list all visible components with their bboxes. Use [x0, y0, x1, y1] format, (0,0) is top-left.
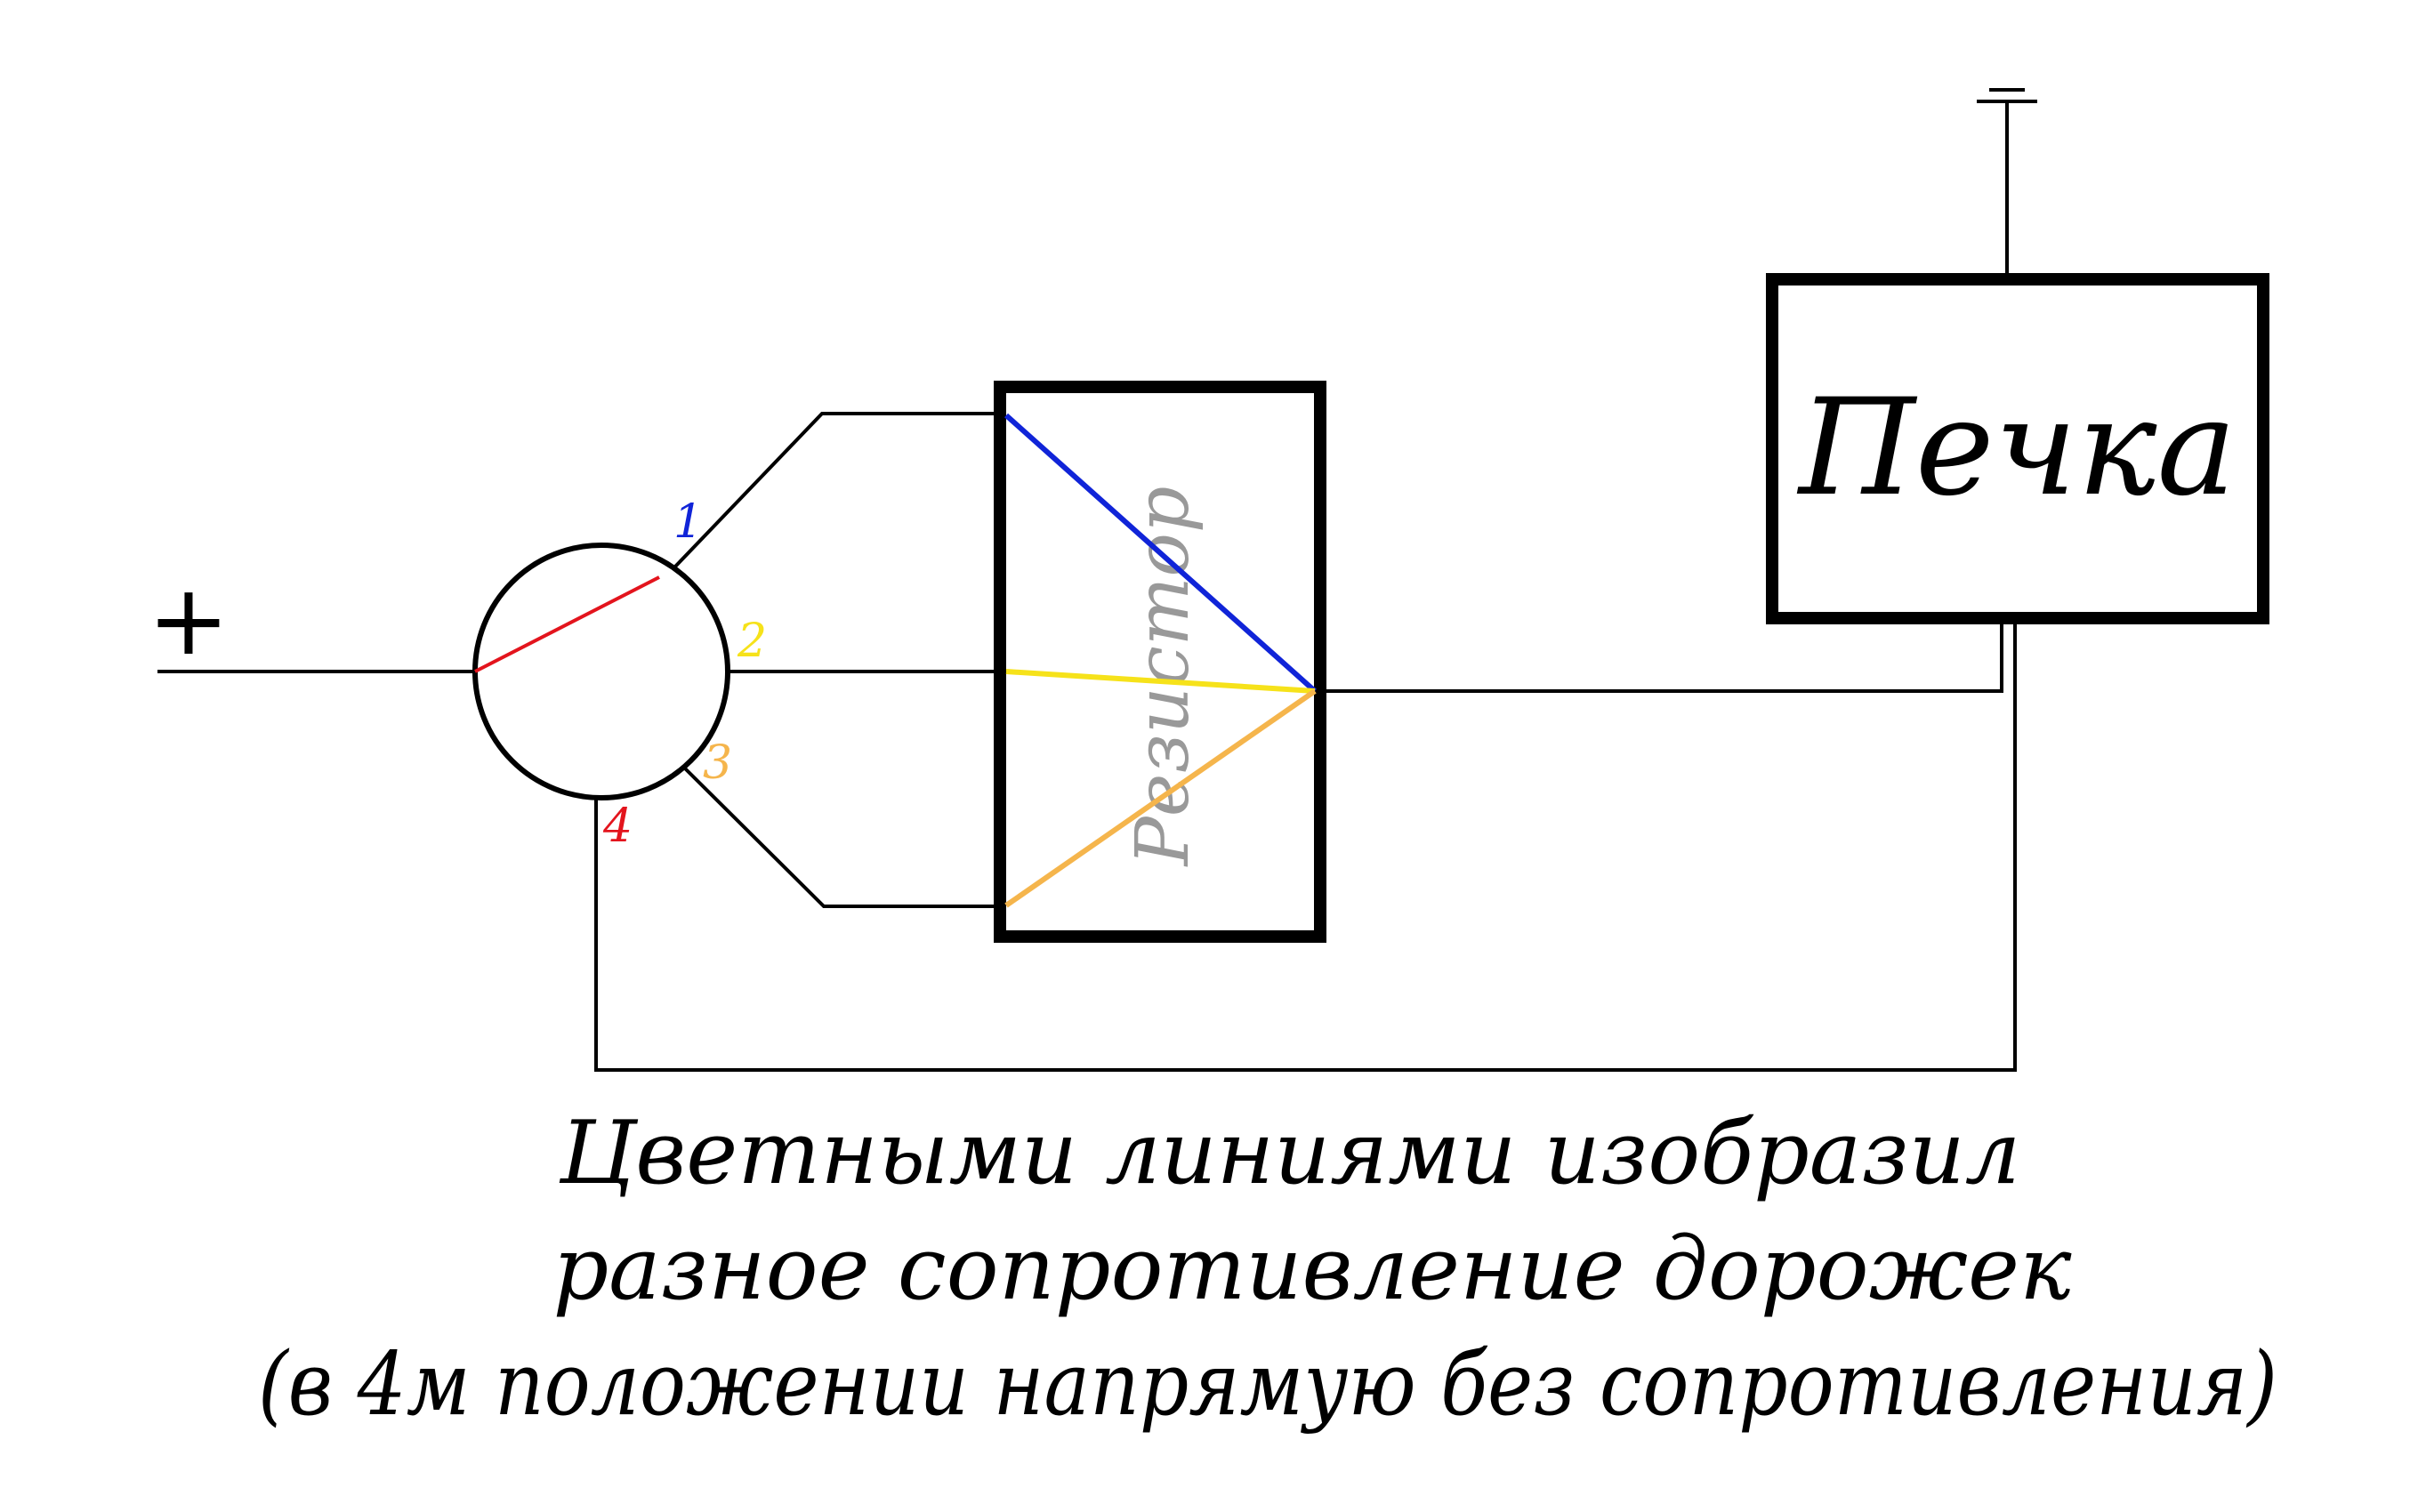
ground-symbol — [1977, 88, 2037, 103]
caption-line-2: разное сопротивление дорожек — [552, 1218, 2072, 1320]
heater-box — [1766, 273, 2269, 624]
position-1-wire — [673, 412, 1000, 568]
resistor-output-wire — [1326, 618, 2003, 693]
position-4-bypass-wire — [594, 618, 2017, 1072]
track-position-3 — [1004, 688, 1317, 908]
position-1-label: 1 — [673, 495, 703, 549]
rotary-switch — [472, 543, 730, 800]
resistor-box — [994, 381, 1326, 943]
position-3-label: 3 — [703, 736, 732, 790]
position-2-label: 2 — [737, 615, 767, 668]
track-position-2 — [1005, 669, 1316, 694]
track-position-1 — [1004, 413, 1317, 694]
switch-wiper — [474, 575, 660, 673]
position-3-wire — [682, 766, 1000, 908]
resistor-label: Резистор — [1121, 487, 1205, 868]
plus-terminal-label: + — [148, 563, 230, 677]
caption-line-3: (в 4м положении напрямую без сопротивлен… — [258, 1334, 2277, 1436]
caption-line-1: Цветными линиями изобразил — [559, 1103, 2020, 1204]
heater-label: Печка — [1796, 371, 2237, 526]
position-4-label: 4 — [602, 800, 633, 853]
